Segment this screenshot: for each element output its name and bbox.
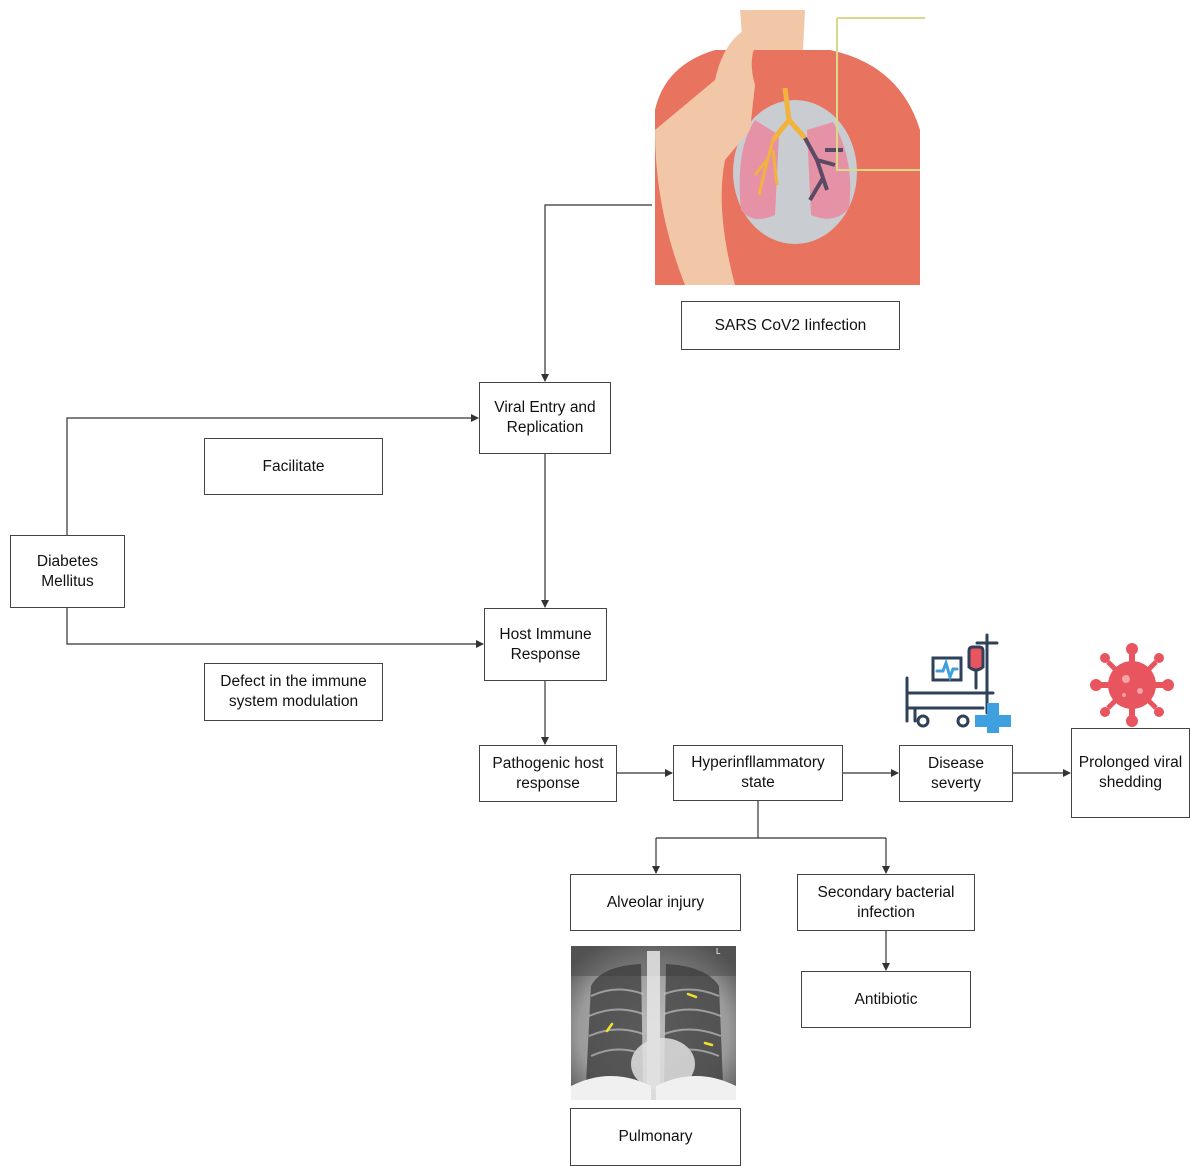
pathogenic-host-response-label: Pathogenic host response — [492, 754, 604, 792]
host-immune-response-label: Host Immune Response — [499, 625, 592, 663]
immune-defect-label: Defect in the immune system modulation — [220, 673, 367, 710]
diabetes-mellitus-label: Diabetes Mellitus — [36, 552, 99, 590]
arrow-diabetes-to-viral-entry — [66, 414, 479, 535]
facilitate-label: Facilitate — [262, 457, 325, 475]
pulmonary-box: Pulmonary — [570, 1108, 741, 1166]
person-coughing-illustration — [655, 10, 925, 285]
prolonged-viral-shedding-box: Prolonged viral shedding — [1071, 728, 1190, 818]
virus-icon — [1090, 643, 1174, 727]
pathogenic-host-response-box: Pathogenic host response — [479, 745, 617, 802]
viral-entry-label: Viral Entry and Replication — [494, 399, 596, 436]
xray-marker-label: L — [716, 947, 721, 956]
hyperinflammatory-state-label: Hyperinfllammatory state — [691, 754, 825, 791]
hospital-bed-icon — [905, 633, 1011, 733]
chest-xray-image: L — [571, 946, 736, 1100]
sars-cov2-infection-label: SARS CoV2 Iinfection — [714, 316, 867, 334]
arrow-sars-to-viral-entry — [541, 204, 652, 382]
disease-severity-box: Disease severty — [899, 745, 1013, 802]
pulmonary-label: Pulmonary — [618, 1128, 693, 1145]
host-immune-response-box: Host Immune Response — [484, 608, 607, 681]
arrow-diabetes-to-host-immune — [66, 608, 484, 648]
viral-entry-box: Viral Entry and Replication — [479, 382, 611, 454]
secondary-bacterial-infection-label: Secondary bacterial infection — [817, 883, 955, 921]
immune-defect-box: Defect in the immune system modulation — [204, 663, 383, 721]
alveolar-injury-label: Alveolar injury — [606, 893, 705, 911]
facilitate-box: Facilitate — [204, 438, 383, 495]
branch-hyperinflammatory — [656, 801, 886, 839]
antibiotic-label: Antibiotic — [854, 990, 918, 1008]
secondary-bacterial-infection-box: Secondary bacterial infection — [797, 874, 975, 931]
disease-severity-label: Disease severty — [928, 754, 984, 792]
antibiotic-box: Antibiotic — [801, 971, 971, 1028]
alveolar-injury-box: Alveolar injury — [570, 874, 741, 931]
sars-cov2-infection-box: SARS CoV2 Iinfection — [681, 301, 900, 350]
prolonged-viral-shedding-label: Prolonged viral shedding — [1078, 754, 1183, 791]
diabetes-mellitus-box: Diabetes Mellitus — [10, 535, 125, 608]
hyperinflammatory-state-box: Hyperinfllammatory state — [673, 745, 843, 801]
